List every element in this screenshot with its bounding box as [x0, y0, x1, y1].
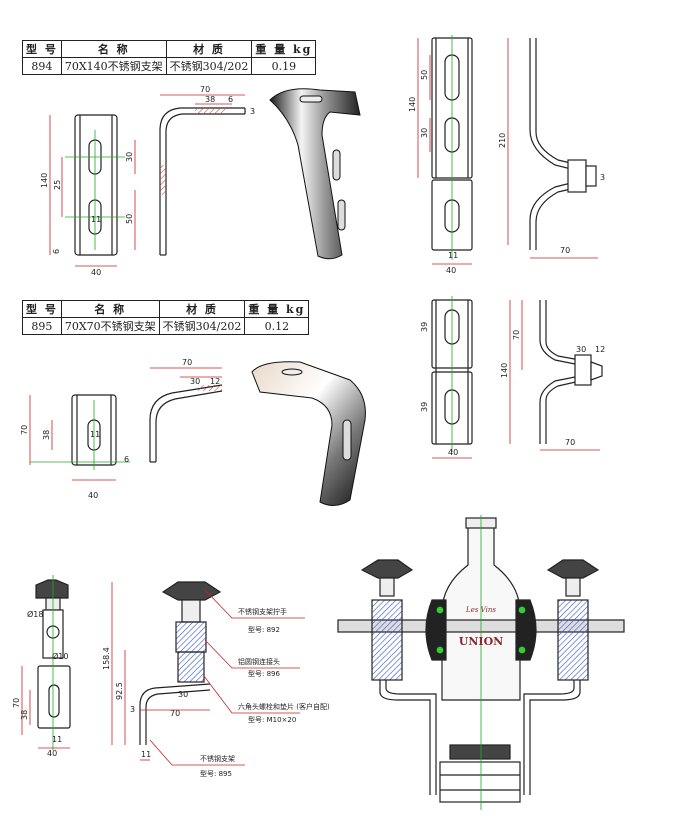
callout-3-title: 六角头螺栓和垫片 (客户自配): [238, 702, 330, 711]
callout-2-title: 铝圆钢连接头: [238, 657, 280, 666]
dim-asm-d18: Ø18: [27, 609, 43, 619]
dim-asm-11: 11: [52, 735, 62, 744]
dim-894r-3: 3: [600, 173, 605, 182]
dim-895-height: 70: [20, 425, 29, 435]
bracket-894-front-view: [49, 114, 136, 267]
bracket-895-right-front-view: [431, 296, 473, 459]
dim-895-width: 40: [88, 491, 98, 500]
dim-895-30: 30: [190, 377, 200, 386]
dim-894-top70: 70: [200, 85, 210, 94]
dim-894-top38: 38: [205, 95, 215, 104]
dim-894r-30: 30: [420, 128, 429, 138]
weight-cell: 0.19: [251, 57, 317, 75]
callout-4-model: 型号: 895: [200, 769, 232, 778]
dim-895-38: 38: [42, 430, 51, 440]
bracket-894-right-front-view: [417, 35, 473, 265]
dim-895r-70: 70: [512, 330, 521, 340]
weight-cell: 0.12: [244, 317, 310, 335]
dim-895-6: 6: [124, 455, 129, 464]
dim-asm-40: 40: [47, 749, 57, 758]
dim-895-top70: 70: [182, 358, 192, 367]
bracket-894-side-view: [159, 94, 246, 256]
name-cell: 70X140不锈钢支架: [60, 57, 167, 75]
dim-894r-50: 50: [420, 70, 429, 80]
bracket-894-right-side-view: [507, 38, 598, 259]
dim-895r-40: 40: [448, 448, 458, 457]
dim-895r-30: 30: [576, 345, 586, 354]
dim-asm-70b: 70: [170, 709, 180, 718]
bracket-895-side-view: [149, 367, 223, 463]
assembly-side-view: [111, 581, 222, 761]
bracket-895-right-side-view: [509, 300, 603, 451]
dim-asm-30: 30: [178, 690, 188, 699]
bracket-895-photo: [251, 361, 366, 506]
dim-895r-140: 140: [500, 363, 509, 378]
bottle-assembly: [337, 515, 625, 810]
bottle-label-line1: Les Vins: [465, 606, 496, 614]
spec-table-894: 型 号 名 称 材 质 重 量 kg 894 70X140不锈钢支架 不锈钢30…: [22, 40, 317, 75]
dim-894r-210: 210: [498, 133, 507, 148]
dim-894-25: 25: [53, 180, 62, 190]
dim-894-50: 50: [125, 214, 134, 224]
bottle-label-line2: UNION: [459, 635, 503, 648]
dim-asm-3: 3: [130, 705, 135, 714]
dim-895r-39a: 39: [420, 322, 429, 332]
bracket-894-photo: [269, 88, 361, 260]
dim-894-11: 11: [91, 215, 101, 224]
callout-leaders: [149, 589, 305, 766]
dim-894-top3: 3: [250, 107, 255, 116]
callout-4-title: 不锈钢支架: [200, 754, 235, 763]
dim-895-12: 12: [210, 377, 220, 386]
callout-3-model: 型号: M10×20: [248, 715, 296, 724]
dim-894r-70: 70: [560, 246, 570, 255]
dim-894-30: 30: [125, 152, 134, 162]
dim-asm-158: 158.4: [102, 647, 111, 670]
material-cell: 不锈钢304/202: [158, 317, 246, 335]
callout-1-model: 型号: 892: [248, 625, 280, 634]
callout-2-model: 型号: 896: [248, 669, 280, 678]
dim-895-11: 11: [90, 430, 100, 439]
dim-894r-40: 40: [446, 266, 456, 275]
dim-895r-12: 12: [595, 345, 605, 354]
dim-894-width: 40: [91, 268, 101, 277]
callout-1-title: 不锈钢支架拧手: [238, 607, 287, 616]
dim-asm-d10: Ø10: [52, 651, 68, 661]
dim-895r-39b: 39: [420, 402, 429, 412]
dim-894-height: 140: [40, 173, 49, 188]
dim-895r-w70: 70: [565, 438, 575, 447]
dim-894r-140: 140: [408, 97, 417, 112]
dim-894-6: 6: [52, 249, 61, 254]
dim-asm-11b: 11: [141, 750, 151, 759]
dim-894r-11: 11: [448, 251, 458, 260]
spec-table-895: 型 号 名 称 材 质 重 量 kg 895 70X70不锈钢支架 不锈钢304…: [22, 300, 310, 335]
dim-asm-92: 92.5: [115, 682, 124, 700]
assembly-left-view: [21, 575, 71, 750]
dim-894-top6: 6: [228, 95, 233, 104]
material-cell: 不锈钢304/202: [165, 57, 253, 75]
name-cell: 70X70不锈钢支架: [60, 317, 160, 335]
dim-asm-70: 70: [12, 698, 21, 708]
bracket-895-front-view: [29, 394, 130, 481]
dim-asm-38: 38: [20, 710, 29, 720]
model-cell: 894: [22, 57, 62, 75]
model-cell: 895: [22, 317, 62, 335]
